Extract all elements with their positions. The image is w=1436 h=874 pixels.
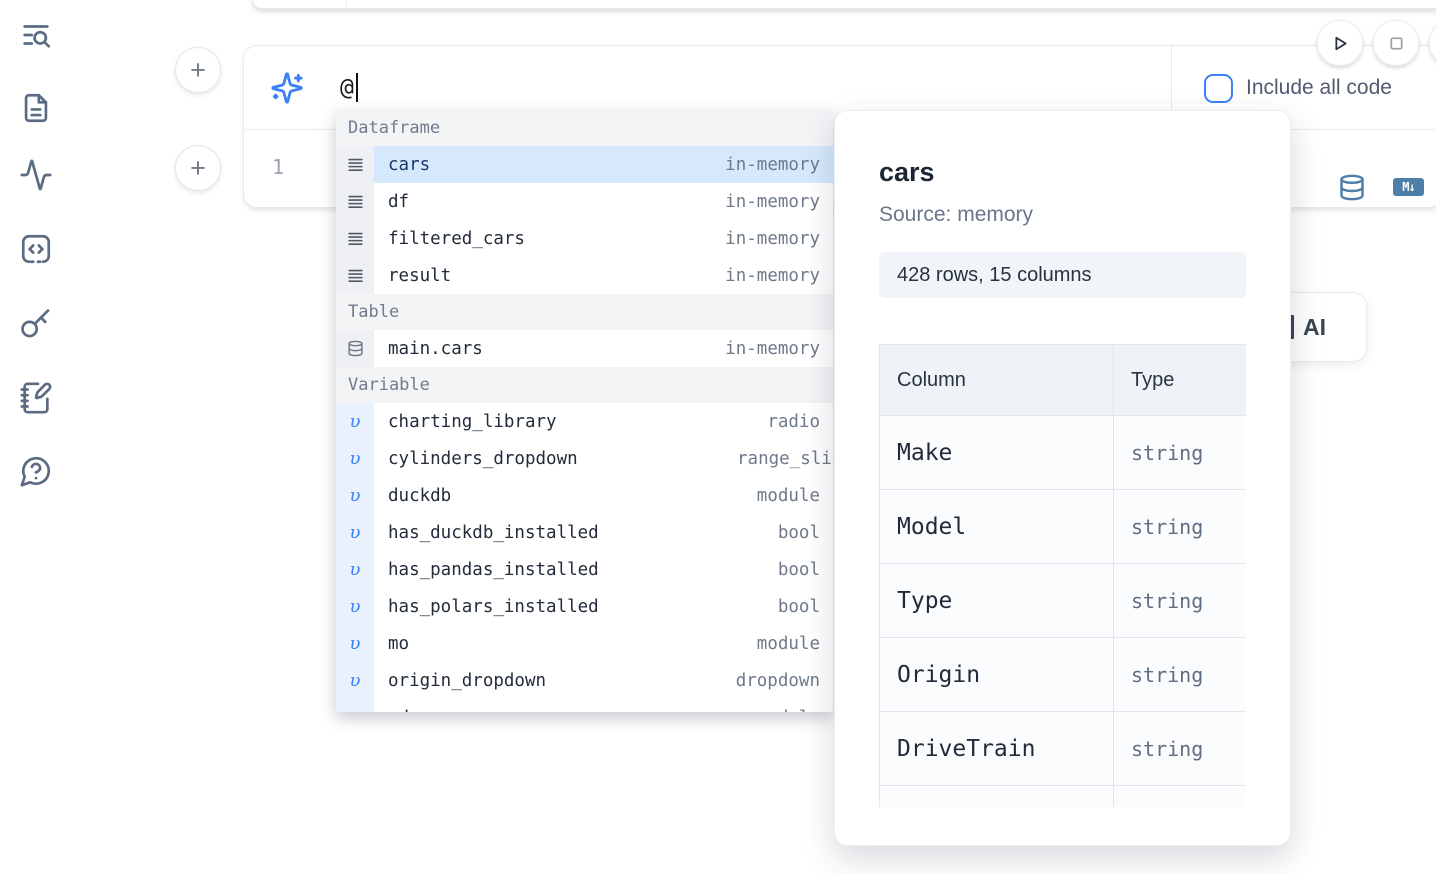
left-sidebar bbox=[0, 0, 72, 874]
ai-row-divider bbox=[1171, 46, 1172, 130]
line-number: 1 bbox=[272, 155, 285, 179]
schema-row-column: Make bbox=[880, 416, 1114, 490]
list-search-icon[interactable] bbox=[19, 18, 53, 52]
variable-upsilon-icon: υ bbox=[336, 699, 374, 712]
dataframe-preview-panel: cars Source: memory 428 rows, 15 columns… bbox=[834, 110, 1291, 846]
previous-cell-divider bbox=[346, 0, 347, 8]
run-cell-button[interactable] bbox=[1317, 20, 1363, 66]
completion-section-dataframe: Dataframe bbox=[336, 110, 833, 146]
schema-row-column: Type bbox=[880, 564, 1114, 638]
covered-text-fragment bbox=[1289, 315, 1294, 339]
schema-row-column: Model bbox=[880, 490, 1114, 564]
schema-row-partial bbox=[1114, 786, 1246, 807]
variable-upsilon-icon: υ bbox=[336, 662, 374, 699]
table-database-icon bbox=[336, 330, 374, 367]
schema-row-column: DriveTrain bbox=[880, 712, 1114, 786]
markdown-export-icon[interactable]: M↓ bbox=[1393, 178, 1424, 196]
schema-row-type: string bbox=[1114, 416, 1246, 490]
schema-row-partial bbox=[880, 786, 1114, 807]
text-cursor bbox=[355, 73, 359, 102]
completion-section-variable: Variable bbox=[336, 367, 833, 403]
completion-section-table: Table bbox=[336, 294, 833, 330]
sparkles-icon bbox=[270, 71, 304, 105]
schema-row-type: string bbox=[1114, 564, 1246, 638]
variable-upsilon-icon: υ bbox=[336, 551, 374, 588]
stop-kernel-button[interactable] bbox=[1373, 20, 1419, 66]
database-icon[interactable] bbox=[1338, 172, 1366, 203]
code-cell-icon[interactable] bbox=[19, 232, 53, 266]
dataframe-rows-icon bbox=[336, 220, 374, 257]
generate-with-ai-label: AI bbox=[1303, 313, 1326, 340]
key-icon[interactable] bbox=[19, 307, 53, 341]
ai-prompt-input[interactable]: @ bbox=[340, 74, 354, 101]
schema-row-type: string bbox=[1114, 712, 1246, 786]
dataframe-rows-icon bbox=[336, 183, 374, 220]
previous-cell-bottom-edge bbox=[252, 0, 1436, 9]
variable-upsilon-icon: υ bbox=[336, 440, 374, 477]
variable-upsilon-icon: υ bbox=[336, 477, 374, 514]
variable-upsilon-icon: υ bbox=[336, 625, 374, 662]
file-document-icon[interactable] bbox=[19, 91, 53, 125]
preview-shape-badge: 428 rows, 15 columns bbox=[879, 252, 1246, 298]
help-chat-icon[interactable] bbox=[19, 454, 53, 488]
include-all-code-label: Include all code bbox=[1246, 76, 1392, 99]
schema-table-scroll[interactable]: Column Type Make string Model string Typ… bbox=[879, 344, 1246, 807]
add-cell-above-button[interactable]: + bbox=[175, 47, 221, 93]
scratchpad-icon[interactable] bbox=[19, 381, 53, 415]
variable-upsilon-icon: υ bbox=[336, 588, 374, 625]
schema-row-type: string bbox=[1114, 490, 1246, 564]
schema-row-type: string bbox=[1114, 638, 1246, 712]
code-editor-row[interactable]: 1 bbox=[244, 130, 1436, 207]
completion-item-partial[interactable]: υ pdmodule bbox=[336, 699, 833, 712]
variable-upsilon-icon: υ bbox=[336, 514, 374, 551]
dataframe-rows-icon bbox=[336, 146, 374, 183]
schema-table: Column Type Make string Model string Typ… bbox=[879, 344, 1246, 807]
schema-row-column: Origin bbox=[880, 638, 1114, 712]
variable-upsilon-icon: υ bbox=[336, 403, 374, 440]
include-all-code-checkbox[interactable] bbox=[1204, 73, 1233, 103]
dataframe-rows-icon bbox=[336, 257, 374, 294]
add-cell-below-button[interactable]: + bbox=[175, 145, 221, 191]
preview-source: Source: memory bbox=[879, 203, 1034, 226]
schema-header-column: Column bbox=[880, 345, 1114, 416]
schema-header-type: Type bbox=[1114, 345, 1246, 416]
preview-title: cars bbox=[879, 157, 935, 187]
activity-icon[interactable] bbox=[19, 158, 53, 192]
